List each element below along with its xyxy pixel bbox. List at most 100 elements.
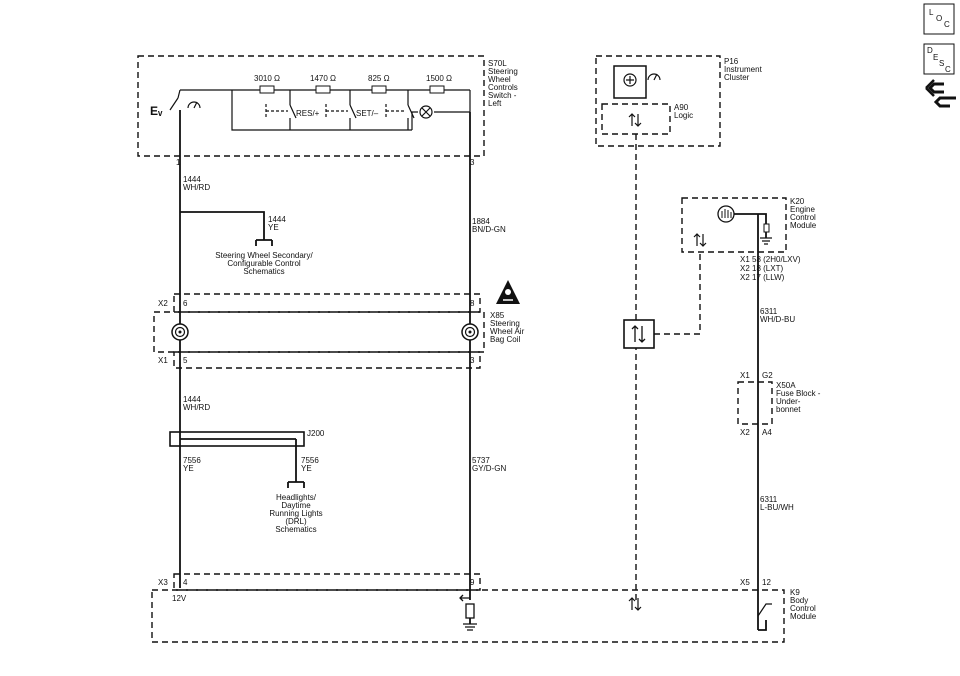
resistor-825 <box>371 85 387 94</box>
serial-data-arrows-icon <box>628 597 642 611</box>
svg-text:Configurable Control: Configurable Control <box>227 259 301 268</box>
svg-text:Schematics: Schematics <box>275 525 316 534</box>
svg-text:Module: Module <box>790 612 817 621</box>
connector-label: X1 <box>158 356 168 365</box>
pin-label: 6 <box>183 299 188 308</box>
wire-label: YE <box>301 464 312 473</box>
desc-letter: E <box>933 53 938 62</box>
description-button[interactable]: D E S C <box>923 43 955 75</box>
svg-text:Instrument: Instrument <box>724 65 763 74</box>
serial-data-line-k20 <box>654 252 701 335</box>
svg-text:Running Lights: Running Lights <box>269 509 322 518</box>
k20-pin-label: X1 58 (2H0/LXV) <box>740 255 801 264</box>
resistor-1500 <box>429 85 445 94</box>
desc-letter: S <box>939 59 944 68</box>
resistor-value: 3010 Ω <box>254 74 280 83</box>
cruise-speedometer-icon <box>647 73 661 81</box>
set-minus-label: SET/– <box>356 109 379 118</box>
svg-text:K20: K20 <box>790 197 805 206</box>
pin-label: G2 <box>762 371 773 380</box>
svg-text:Steering: Steering <box>488 67 518 76</box>
k20-title: K20 Engine Control Module <box>790 197 817 230</box>
k9-title: K9 Body Control Module <box>790 588 817 621</box>
ecm-processor-icon <box>717 205 735 223</box>
pin-label: 9 <box>470 578 475 587</box>
serial-data-arrows-icon <box>631 325 646 343</box>
cruise-speedometer-icon <box>187 101 201 109</box>
ecm-internal-wire <box>734 213 767 238</box>
loc-letter: L <box>929 8 934 17</box>
airbag-warning-icon <box>496 280 520 304</box>
bcm-switch-wire <box>758 620 767 631</box>
svg-text:Wheel Air: Wheel Air <box>490 327 525 336</box>
svg-text:Module: Module <box>790 221 817 230</box>
switch-actuator-res <box>265 104 288 118</box>
svg-text:Steering Wheel Secondary/: Steering Wheel Secondary/ <box>215 251 313 260</box>
supply-voltage-label: 12V <box>172 594 187 603</box>
s70l-pin-1: 1 <box>176 158 181 167</box>
location-button[interactable]: L O C <box>923 3 955 35</box>
resistor-value: 825 Ω <box>368 74 390 83</box>
pin-label: 3 <box>470 356 475 365</box>
serial-data-arrows-icon <box>628 113 642 127</box>
svg-text:X50A: X50A <box>776 381 796 390</box>
svg-text:Engine: Engine <box>790 205 815 214</box>
x85-x1-connector <box>173 351 481 369</box>
a90-logic-box <box>601 103 671 135</box>
x50a-fuse-block-box <box>737 381 773 425</box>
s70l-pin-3: 3 <box>470 158 475 167</box>
svg-text:Fuse Block -: Fuse Block - <box>776 389 821 398</box>
schematic-ref-bracket <box>287 481 305 488</box>
cruise-switch-contact <box>169 89 181 111</box>
k20-pin-label: X2 17 (LLW) <box>740 273 785 282</box>
headlights-drl-schematic-ref[interactable]: Headlights/ Daytime Running Lights (DRL)… <box>269 493 322 534</box>
svg-text:Headlights/: Headlights/ <box>276 493 317 502</box>
wire-label: 6311 <box>760 495 778 504</box>
svg-text:Steering: Steering <box>490 319 520 328</box>
bcm-input-arrow-icon <box>459 594 470 602</box>
desc-letter: D <box>927 46 933 55</box>
svg-text:Control: Control <box>790 213 816 222</box>
wire-label: 1444 <box>268 215 286 224</box>
connector-label: X2 <box>158 299 168 308</box>
res-switch-contact <box>289 104 297 119</box>
pin-label: 12 <box>762 578 771 587</box>
loc-letter: C <box>944 20 950 29</box>
svg-text:Schematics: Schematics <box>243 267 284 276</box>
back-arrow-icon[interactable] <box>925 79 956 108</box>
res-plus-label: RES/+ <box>296 109 320 118</box>
switch-actuator-set <box>325 104 348 118</box>
svg-text:Wheel: Wheel <box>488 75 511 84</box>
desc-letter: C <box>945 65 951 74</box>
k9-module-box <box>151 589 785 643</box>
steering-secondary-schematic-ref[interactable]: Steering Wheel Secondary/ Configurable C… <box>215 251 313 276</box>
svg-text:bonnet: bonnet <box>776 405 801 414</box>
x85-x2-connector <box>173 293 481 313</box>
wire-label: WH/RD <box>183 183 210 192</box>
svg-text:Daytime: Daytime <box>281 501 311 510</box>
set-switch-contact <box>349 104 357 119</box>
pin-label: 5 <box>183 356 188 365</box>
wire-label: GY/D-GN <box>472 464 506 473</box>
wire-label: WH/RD <box>183 403 210 412</box>
wire-label: BN/D-GN <box>472 225 506 234</box>
connector-label: X5 <box>740 578 750 587</box>
serial-data-gateway-box <box>623 319 655 349</box>
clockspring-coil-icon <box>171 323 189 341</box>
switch-common-bus <box>231 90 412 131</box>
cruise-indicator-lamp-icon <box>623 73 637 87</box>
resistor-3010 <box>259 85 275 94</box>
wire-label: 6311 <box>760 307 778 316</box>
wire-label: YE <box>268 223 279 232</box>
serial-data-arrows-icon <box>693 233 707 247</box>
ecm-pullup-resistor <box>763 223 770 233</box>
svg-text:(DRL): (DRL) <box>285 517 307 526</box>
svg-text:Under-: Under- <box>776 397 801 406</box>
wire-label: 5737 <box>472 456 490 465</box>
j200-splice-bar <box>179 432 296 446</box>
indicator-lamp-icon <box>419 105 433 119</box>
svg-text:Control: Control <box>790 604 816 613</box>
s70l-module-box <box>137 55 485 157</box>
a90-title: A90 Logic <box>674 103 693 120</box>
pin-label: 8 <box>470 299 475 308</box>
